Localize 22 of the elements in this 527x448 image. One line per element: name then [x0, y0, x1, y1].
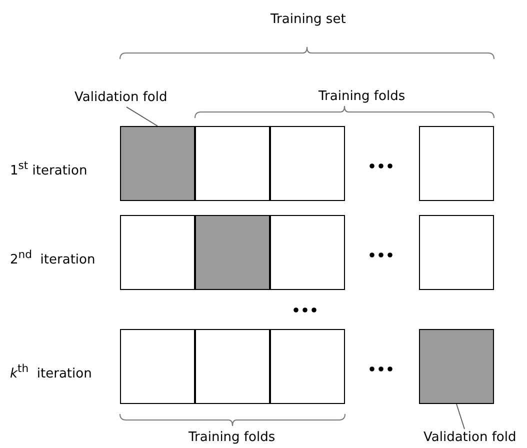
fold-box — [419, 215, 494, 290]
title-label: Training set — [270, 12, 346, 28]
validation-fold-box — [419, 329, 494, 404]
row-label: 2$^{nd}$ iteration — [10, 247, 96, 268]
fold-box — [419, 126, 494, 201]
callout-label: Validation fold — [74, 90, 168, 106]
fold-box — [195, 329, 270, 404]
fold-box — [270, 126, 345, 201]
fold-box — [270, 215, 345, 290]
row-label: 1$^{st}$ iteration — [10, 158, 88, 180]
leader-line — [126, 106, 158, 126]
fold-box — [120, 215, 195, 290]
fold-box — [270, 329, 345, 404]
validation-fold-box — [195, 215, 270, 290]
callout-label: Validation fold — [424, 430, 516, 446]
group-label: Training folds — [318, 89, 406, 105]
fold-box — [195, 126, 270, 201]
group-label: Training folds — [188, 430, 276, 446]
fold-box — [120, 329, 195, 404]
row-label: k$^{th}$ iteration — [10, 361, 92, 382]
validation-fold-box — [120, 126, 195, 201]
leader-line — [456, 404, 465, 430]
